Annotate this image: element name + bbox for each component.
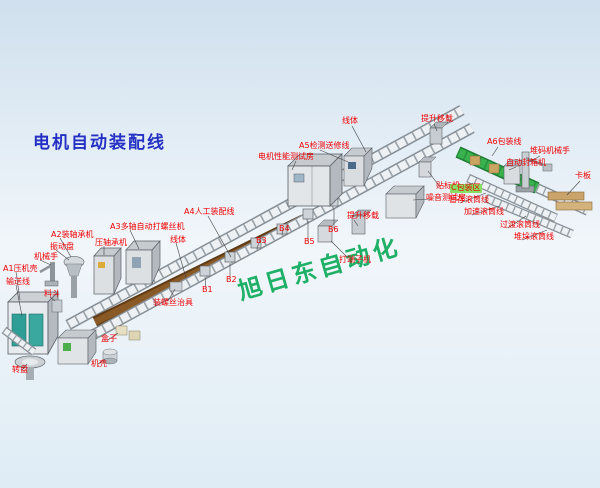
- robot-arm-figure: [39, 262, 59, 287]
- screw-fixture-figure: [169, 281, 183, 292]
- label-lift-transfer-top: 提升移载: [421, 114, 453, 123]
- label-a5-line: A5检测送修线: [299, 141, 350, 150]
- label-b5: B5: [304, 237, 315, 246]
- a5-inspection-machine-box: [343, 147, 373, 187]
- label-box: 盒子: [101, 334, 117, 343]
- roller-line-2: [466, 173, 558, 223]
- label-staging-roller: 暂存滚筒线: [449, 195, 489, 204]
- lift-transfer-mid-box: [351, 209, 372, 235]
- vibration-bowl-figure: [63, 256, 85, 298]
- label-b6: B6: [328, 225, 339, 234]
- label-carton-sealer: 自动封箱机: [506, 158, 546, 167]
- label-a4-line: A4人工装配线: [184, 207, 235, 216]
- pallets-figure: [547, 191, 593, 211]
- label-line-body-top: 线体: [342, 116, 358, 125]
- label-b4: B4: [279, 224, 290, 233]
- stacking-robot-figure: [515, 151, 553, 193]
- labeling-machine-box: [418, 156, 437, 178]
- label-bearing-press: 压轴承机: [95, 238, 127, 247]
- label-robot-arm: 机械手: [34, 252, 58, 261]
- conveyor-return-line: [65, 105, 465, 330]
- infeed-conveyor: [1, 326, 37, 356]
- label-housing: 机壳: [91, 359, 107, 368]
- label-a2-bearing-machine: A2装轴承机: [51, 230, 94, 239]
- carton-sealer-box: [503, 159, 527, 185]
- label-a6-line: A6包装线: [487, 137, 522, 146]
- label-line-body-mid: 线体: [170, 235, 186, 244]
- label-lift-transfer-mid: 提升移载: [347, 211, 379, 220]
- housing-part-figure: [102, 348, 118, 365]
- bench-box: [57, 329, 97, 365]
- label-terminal-machine: 打端子机: [339, 255, 371, 264]
- terminal-machine-box: [317, 219, 339, 243]
- noise-test-room-box: [385, 185, 425, 219]
- label-pallet: 卡板: [575, 171, 591, 180]
- a3-screw-machine-box: [125, 240, 161, 285]
- label-a1-press-housing: A1压机壳: [3, 264, 38, 273]
- label-labeling-machine: 贴标机: [436, 181, 460, 190]
- label-transition-roller: 过渡滚筒线: [500, 220, 540, 229]
- a1-press-station-box: [7, 291, 59, 356]
- label-material-hopper: 料斗: [44, 289, 60, 298]
- label-a3-screw-machine: A3多轴自动打螺丝机: [110, 222, 185, 231]
- label-conveyor-line: 输送线: [6, 277, 30, 286]
- diagram-title: 电机自动装配线: [33, 133, 166, 153]
- label-c-packing-area: C包装区: [450, 183, 482, 193]
- turntable-figure: [14, 355, 46, 380]
- label-noise-test-room: 噪音测试房: [426, 193, 466, 202]
- conveyor-main-line: [75, 123, 475, 348]
- label-speedup-roller: 加速滚筒线: [464, 207, 504, 216]
- label-vibration-bowl: 振动盘: [50, 242, 74, 251]
- label-stacking-robot: 堆码机械手: [530, 146, 570, 155]
- hopper-box: [51, 299, 63, 313]
- label-b1: B1: [202, 285, 213, 294]
- bearing-press-box: [93, 247, 122, 295]
- label-b2: B2: [226, 275, 237, 284]
- test-room-box: [287, 153, 343, 207]
- label-motor-test-room: 电机性能测试房: [258, 152, 314, 161]
- label-stacking-roller: 堆垛滚筒线: [514, 232, 554, 241]
- roller-line-3: [484, 193, 574, 239]
- label-turntable: 转盘: [12, 365, 28, 374]
- leader-lines: [15, 123, 581, 371]
- label-b3: B3: [256, 236, 267, 245]
- label-screw-fixture: 装螺丝治具: [153, 298, 193, 307]
- parts-boxes-figure: [115, 325, 141, 341]
- cartons-on-belt: [469, 155, 500, 174]
